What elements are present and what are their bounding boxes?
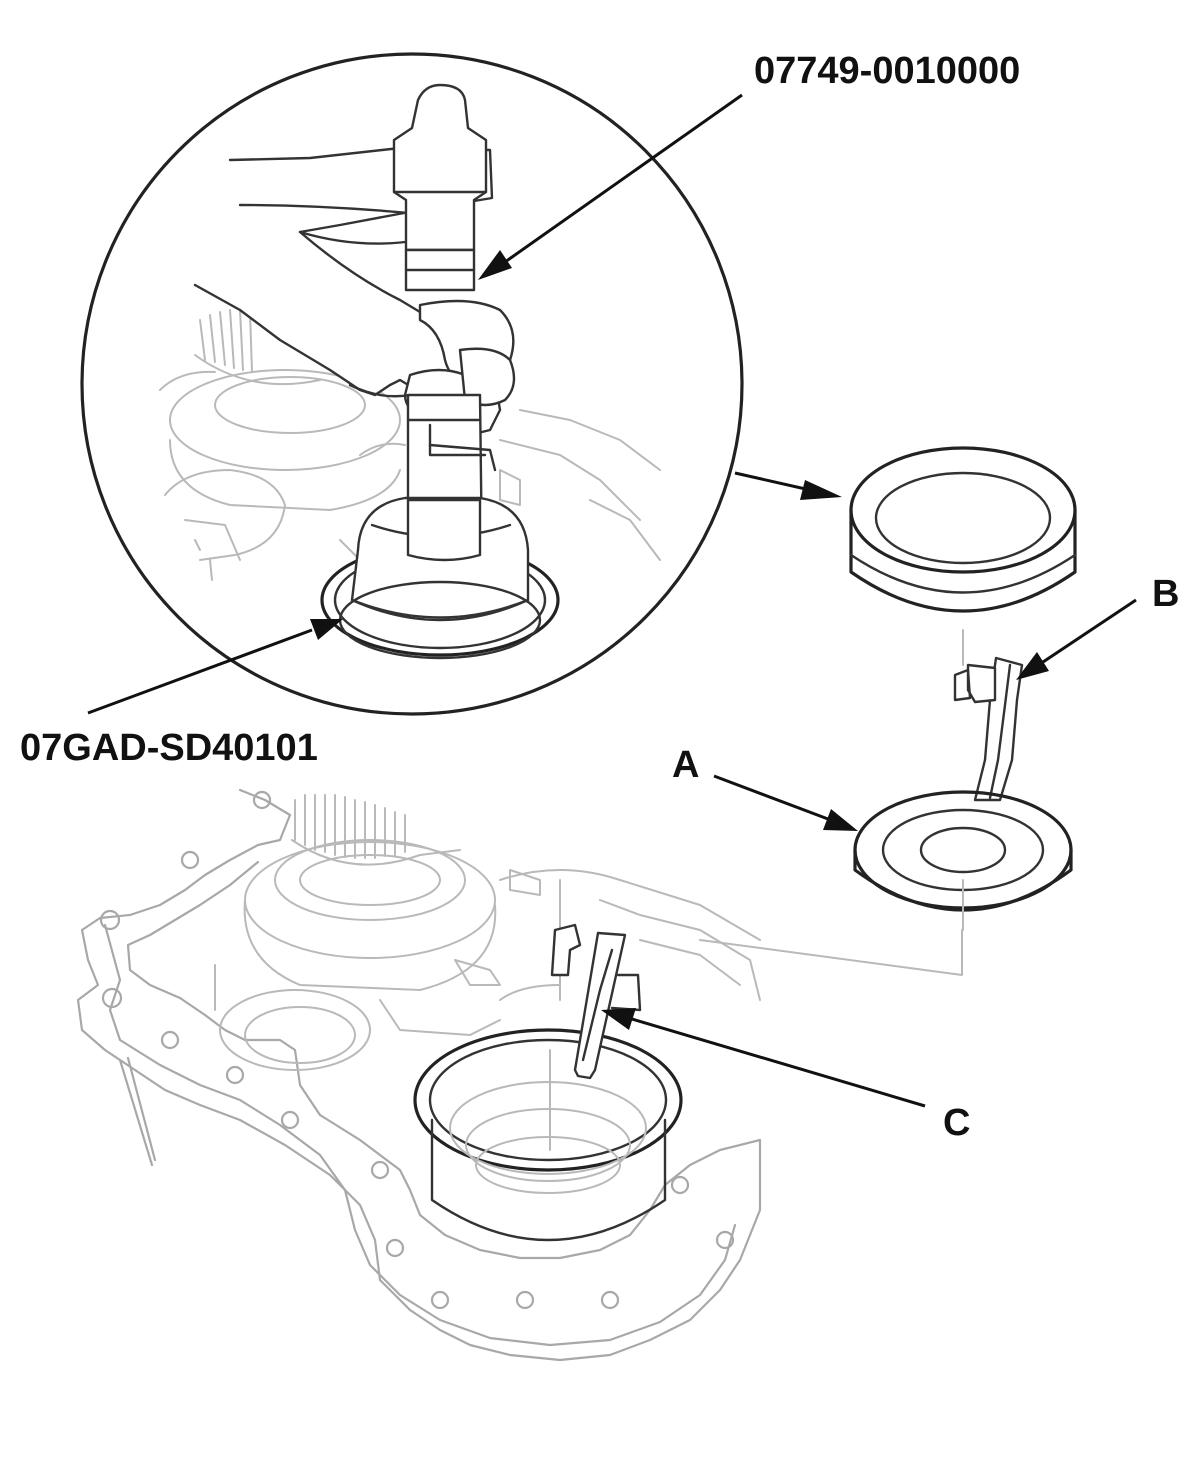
label-tool-driver: 07749-0010000 (754, 50, 1020, 92)
oil-guide-plate (550, 923, 642, 1080)
case-bearing-bore (413, 1028, 683, 1242)
label-part-b: B (1152, 573, 1179, 615)
leader-part-c (601, 1008, 926, 1108)
transmission-case-housing (76, 788, 963, 1362)
label-part-c: C (943, 1102, 970, 1144)
magnified-detail-view (80, 52, 744, 716)
leader-tool-driver (478, 93, 743, 280)
label-tool-attachment: 07GAD-SD40101 (20, 727, 318, 769)
leader-tool-attachment (87, 619, 343, 715)
driver-attachment-tool (320, 496, 560, 660)
thrust-shim-a (853, 790, 1073, 931)
detail-pointer-arrow (734, 471, 842, 500)
oil-guide-plate-b (953, 656, 1024, 802)
detail-background-parts (159, 309, 661, 581)
label-part-a: A (672, 744, 699, 786)
leader-part-b (1016, 598, 1137, 680)
bearing-outer-race (849, 446, 1077, 613)
leader-part-a (713, 774, 858, 831)
